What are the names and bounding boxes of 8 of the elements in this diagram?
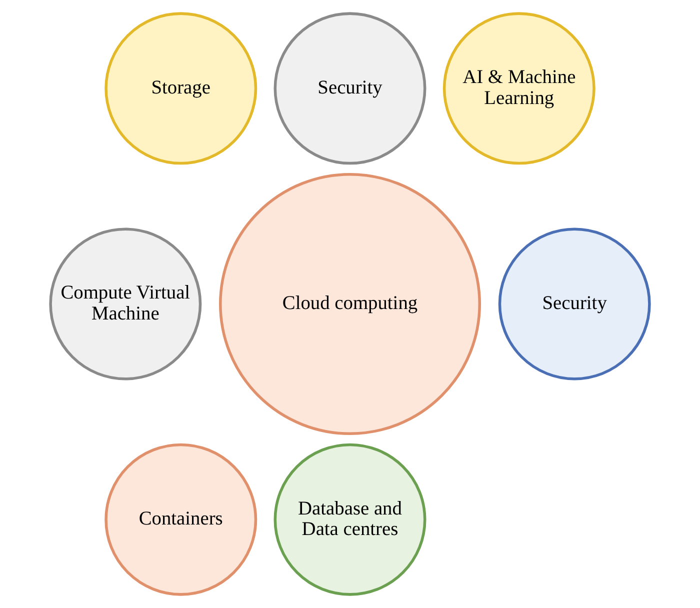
node-circle: Security — [498, 228, 651, 380]
node-circle: AI & Machine Learning — [442, 12, 596, 165]
node-circle: Cloud computing — [218, 172, 482, 436]
node-circle: Storage — [104, 12, 258, 165]
node-circle: Compute Virtual Machine — [49, 228, 202, 380]
node-circle: Database and Data centres — [274, 443, 426, 596]
node-circle: Security — [274, 12, 426, 165]
node-circle: Containers — [104, 443, 258, 596]
